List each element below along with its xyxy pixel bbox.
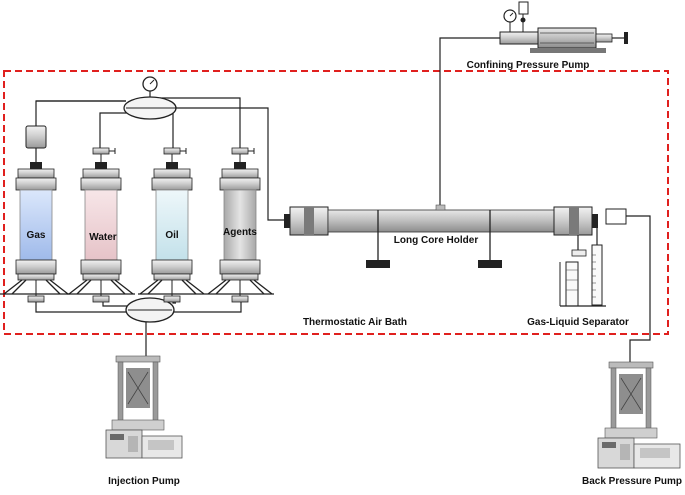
gas-regulator bbox=[25, 125, 47, 162]
separator-label: Gas-Liquid Separator bbox=[527, 317, 629, 328]
measuring-cylinder-icon bbox=[591, 244, 603, 306]
valve-icon bbox=[92, 147, 255, 162]
oil-cylinder bbox=[138, 162, 206, 303]
gas-cylinder bbox=[0, 162, 70, 303]
agents-cylinder bbox=[206, 162, 274, 303]
back-pressure-pump-label: Back Pressure Pump bbox=[582, 476, 682, 487]
bottom-manifold bbox=[125, 297, 175, 323]
oil-label: Oil bbox=[165, 230, 179, 241]
agents-label: Agents bbox=[223, 227, 257, 238]
water-cylinder bbox=[67, 162, 135, 303]
confining-pump-label: Confining Pressure Pump bbox=[467, 60, 590, 71]
long-core-holder bbox=[284, 204, 627, 268]
core-holder-label: Long Core Holder bbox=[394, 235, 479, 246]
injection-pump-label: Injection Pump bbox=[108, 476, 180, 487]
back-pressure-pump bbox=[597, 361, 681, 469]
water-label: Water bbox=[89, 232, 117, 243]
gas-label: Gas bbox=[27, 230, 46, 241]
injection-pump bbox=[105, 355, 183, 459]
confining-pressure-pump bbox=[499, 1, 628, 53]
pipelines bbox=[35, 37, 651, 362]
gas-liquid-separator bbox=[559, 244, 606, 307]
top-manifold bbox=[123, 76, 177, 120]
air-bath-label: Thermostatic Air Bath bbox=[303, 317, 407, 328]
air-bath-boundary bbox=[3, 70, 669, 335]
pressure-gauge-icon bbox=[142, 76, 158, 92]
pressure-gauge-icon bbox=[503, 9, 517, 32]
